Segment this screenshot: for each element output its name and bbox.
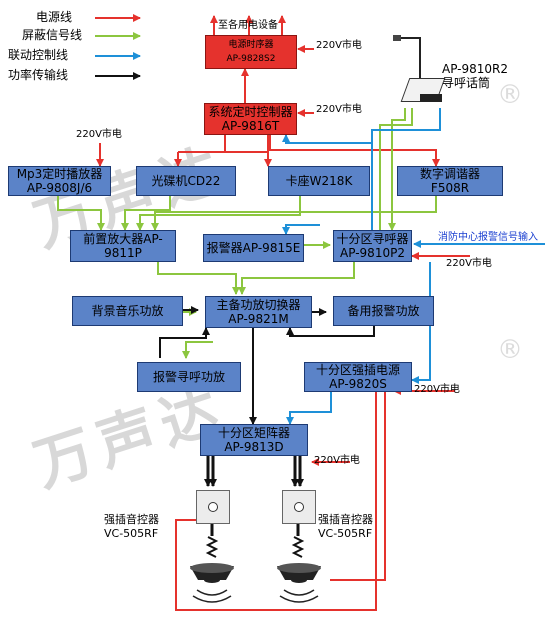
legend-control-label: 联动控制线 xyxy=(8,48,69,62)
tape-deck-box: 卡座W218K xyxy=(268,166,370,196)
background-music-amp-box: 背景音乐功放 xyxy=(72,296,183,326)
zone-power-supply-box: 十分区强插电源 AP-9820S xyxy=(304,362,412,392)
box-title: 主备功放切换器 xyxy=(216,298,301,312)
box-title: 十分区矩阵器 xyxy=(217,426,290,440)
box-title: Mp3定时播放器 xyxy=(16,167,103,181)
backup-alarm-amp-box: 备用报警功放 xyxy=(333,296,434,326)
registered-mark: ® xyxy=(497,80,523,110)
mains-label-matrix: 220V市电 xyxy=(314,455,360,466)
knob-icon xyxy=(294,502,304,512)
microphone-model-label: AP-9810R2 xyxy=(442,62,509,76)
knob-icon xyxy=(208,502,218,512)
box-title: 系统定时控制器 xyxy=(208,105,293,119)
registered-mark: ® xyxy=(497,335,523,365)
volume-controller-right-icon xyxy=(282,490,316,524)
box-title: 电源时序器 xyxy=(228,40,274,50)
cd-player-box: 光碟机CD22 xyxy=(136,166,236,196)
box-model: F508R xyxy=(430,181,470,195)
mains-label-controller: 220V市电 xyxy=(316,104,362,115)
zone-matrix-box: 十分区矩阵器 AP-9813D xyxy=(200,424,308,456)
legend-power-label: 电源线 xyxy=(36,10,73,24)
microphone-key-icon xyxy=(420,94,442,102)
tuner-box: 数字调谐器 F508R xyxy=(397,166,503,196)
box-model: AP-9810P2 xyxy=(340,246,405,260)
volume-controller-left-name: 强插音控器 xyxy=(104,513,159,526)
volume-controller-right-model: VC-505RF xyxy=(318,527,373,540)
preamp-box: 前置放大器AP-9811P xyxy=(70,230,176,262)
mains-label-sequencer: 220V市电 xyxy=(316,40,362,51)
speaker-right-icon xyxy=(277,563,321,603)
box-title: 卡座W218K xyxy=(285,174,353,188)
box-title: 备用报警功放 xyxy=(347,304,420,318)
box-title: 十分区寻呼器 xyxy=(336,232,409,246)
timer-controller-box: 系统定时控制器 AP-9816T xyxy=(204,103,297,135)
mains-label-pager: 220V市电 xyxy=(446,258,492,269)
power-sequencer-box: 电源时序器 AP-9828S2 xyxy=(205,35,297,69)
alarm-box: 报警器AP-9815E xyxy=(203,234,304,262)
box-title: 光碟机CD22 xyxy=(151,174,221,188)
box-model: AP-9813D xyxy=(224,440,284,454)
box-model: AP-9828S2 xyxy=(226,54,276,64)
box-title: 数字调谐器 xyxy=(419,167,480,181)
alarm-paging-amp-box: 报警寻呼功放 xyxy=(137,362,241,392)
box-title: 背景音乐功放 xyxy=(91,304,164,318)
mains-label-mp3: 220V市电 xyxy=(76,129,122,140)
box-model: AP-9821M xyxy=(228,312,289,326)
box-model: AP-9808J/6 xyxy=(26,181,93,195)
fire-center-input-label: 消防中心报警信号输入 xyxy=(438,232,538,243)
microphone-name-label: 寻呼话筒 xyxy=(442,76,491,90)
zone-pager-box: 十分区寻呼器 AP-9810P2 xyxy=(333,230,412,262)
mp3-player-box: Mp3定时播放器 AP-9808J/6 xyxy=(8,166,111,196)
box-title: 报警寻呼功放 xyxy=(152,370,225,384)
main-backup-switcher-box: 主备功放切换器 AP-9821M xyxy=(205,296,312,328)
volume-controller-left-model: VC-505RF xyxy=(104,527,159,540)
legend-amp-label: 功率传输线 xyxy=(8,68,69,82)
box-title: 报警器AP-9815E xyxy=(206,241,301,255)
legend-shielded-label: 屏蔽信号线 xyxy=(22,28,83,42)
box-title: 前置放大器AP-9811P xyxy=(83,232,163,260)
speaker-left-icon xyxy=(190,563,234,603)
box-model: AP-9816T xyxy=(221,119,280,133)
mains-label-power-supply: 220V市电 xyxy=(414,384,460,395)
box-title: 十分区强插电源 xyxy=(315,363,400,377)
to-equipment-label: 至各用电设备 xyxy=(218,20,278,31)
volume-controller-right-name: 强插音控器 xyxy=(318,513,373,526)
box-model: AP-9820S xyxy=(329,377,387,391)
volume-controller-left-icon xyxy=(196,490,230,524)
